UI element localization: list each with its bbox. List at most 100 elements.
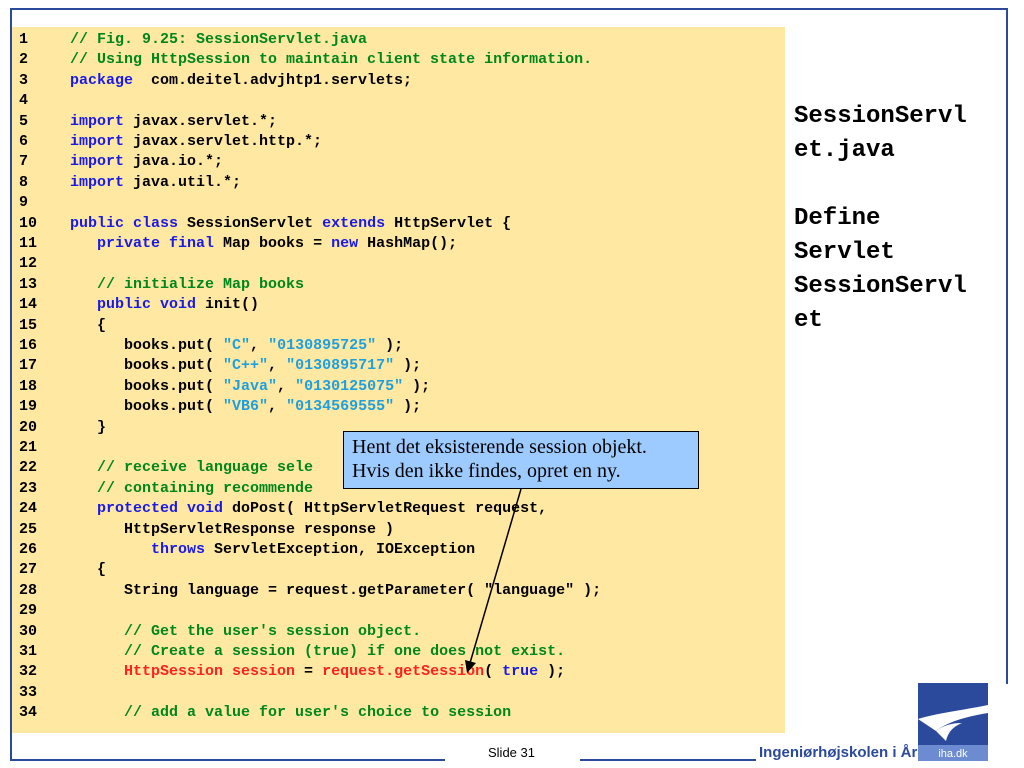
line-number: 5	[19, 112, 29, 130]
frame-bottom-line-right	[580, 759, 756, 761]
code-token: books.put(	[70, 357, 224, 375]
line-number: 2	[19, 51, 29, 69]
code-token: // Using HttpSession to maintain client …	[70, 51, 593, 69]
code-token: ,	[250, 337, 269, 354]
code-token: javax.servlet.http.*;	[124, 133, 323, 150]
code-line: 14 public void init()	[12, 295, 785, 315]
side-title-line: et	[794, 307, 823, 334]
code-text: // initialize Map books	[70, 275, 304, 295]
code-token: "C"	[223, 337, 251, 354]
code-line: 15 {	[12, 316, 785, 336]
code-line: 19 books.put( "VB6", "0134569555" );	[12, 397, 785, 417]
code-token: "0134569555"	[286, 398, 395, 416]
code-line: 31 // Create a session (true) if one doe…	[12, 642, 785, 662]
line-number: 10	[19, 214, 38, 232]
line-number: 14	[19, 296, 38, 314]
line-number: 32	[19, 663, 38, 681]
code-token: HttpSession session	[124, 663, 296, 681]
code-line: 25 HttpServletResponse response )	[12, 520, 785, 540]
code-text: }	[70, 418, 106, 438]
code-token: com.deitel.advjhtp1.servlets;	[133, 71, 413, 89]
line-number: 34	[19, 704, 38, 722]
code-line: 23 // containing recommende	[12, 479, 785, 499]
frame-left-line	[10, 8, 12, 761]
code-token: books.put(	[70, 398, 224, 416]
code-text: // Get the user's session object.	[70, 622, 421, 642]
code-text: books.put( "Java", "0130125075" );	[70, 377, 430, 397]
line-number: 33	[19, 683, 38, 701]
code-text: import java.util.*;	[70, 173, 241, 193]
code-token: java.io.*;	[124, 153, 224, 171]
code-text: {	[70, 560, 106, 580]
code-line: 30 // Get the user's session object.	[12, 622, 785, 642]
line-number: 16	[19, 337, 38, 354]
code-text: public void init()	[70, 295, 259, 315]
line-number: 26	[19, 541, 38, 558]
code-listing: 1 // Fig. 9.25: SessionServlet.java 2 // Us…	[12, 27, 785, 733]
line-number: 15	[19, 316, 38, 334]
code-line: 11 private final Map books = new HashMap…	[12, 234, 785, 254]
code-token: "0130125075"	[295, 377, 404, 395]
side-title-line: et.java	[794, 137, 895, 164]
code-text: throws ServletException, IOException	[70, 540, 475, 560]
code-token: package	[70, 71, 134, 89]
line-number: 29	[19, 602, 38, 620]
code-token: // initialize Map books	[97, 275, 305, 293]
code-token: "0130895725"	[268, 337, 377, 354]
code-token: HttpServlet {	[385, 214, 512, 232]
code-text: import java.io.*;	[70, 152, 223, 172]
code-token: =	[295, 663, 323, 681]
code-token: protected void	[97, 500, 224, 518]
code-token: ServletException, IOException	[205, 541, 476, 558]
code-line: 10 public class SessionServlet extends Ht…	[12, 214, 785, 234]
code-text: books.put( "C", "0130895725" );	[70, 336, 403, 356]
code-text: // add a value for user's choice to sess…	[70, 703, 511, 723]
code-text: package com.deitel.advjhtp1.servlets;	[70, 71, 412, 91]
line-number: 4	[19, 92, 29, 110]
code-token: books.put(	[70, 377, 224, 395]
code-text: import javax.servlet.http.*;	[70, 132, 322, 152]
code-text: String language = request.getParameter( …	[70, 581, 601, 601]
side-title-line: SessionServl	[794, 273, 967, 300]
code-line: 1 // Fig. 9.25: SessionServlet.java	[12, 30, 785, 50]
frame-right-line	[1006, 8, 1008, 684]
callout-box: Hent det eksisterende session objekt. Hv…	[343, 431, 699, 489]
code-token: // Get the user's session object.	[124, 622, 422, 640]
code-text: private final Map books = new HashMap();	[70, 234, 457, 254]
code-line: 13 // initialize Map books	[12, 275, 785, 295]
line-number: 13	[19, 275, 38, 293]
iha-logo-icon: iha.dk	[918, 683, 988, 761]
code-token: );	[394, 357, 422, 375]
arrow-head	[465, 660, 476, 673]
code-token: init()	[196, 296, 260, 314]
institution-name: Ingeniørhøjskolen i Århus	[759, 744, 945, 761]
code-text: {	[70, 316, 106, 336]
code-token: javax.servlet.*;	[124, 112, 278, 130]
code-text: books.put( "VB6", "0134569555" );	[70, 397, 421, 417]
code-line: 28 String language = request.getParamete…	[12, 581, 785, 601]
code-token: extends	[322, 214, 386, 232]
code-token: );	[376, 337, 404, 354]
code-text: // Fig. 9.25: SessionServlet.java	[70, 30, 367, 50]
code-line: 4	[12, 91, 785, 111]
code-token: ,	[268, 357, 287, 375]
code-line: 16 books.put( "C", "0130895725" );	[12, 336, 785, 356]
code-token: }	[70, 418, 107, 436]
code-token: public class	[70, 214, 179, 232]
code-token: request.getSession	[322, 663, 485, 681]
line-number: 1	[19, 31, 29, 48]
code-token: );	[394, 398, 422, 416]
line-number: 9	[19, 194, 29, 212]
logo-text: iha.dk	[938, 748, 968, 760]
code-token: );	[538, 663, 566, 681]
line-number: 19	[19, 398, 38, 416]
code-text: // receive language sele t	[70, 458, 601, 478]
side-title-line: Servlet	[794, 239, 895, 266]
code-token: true	[502, 663, 539, 681]
code-token: SessionServlet	[178, 214, 323, 232]
